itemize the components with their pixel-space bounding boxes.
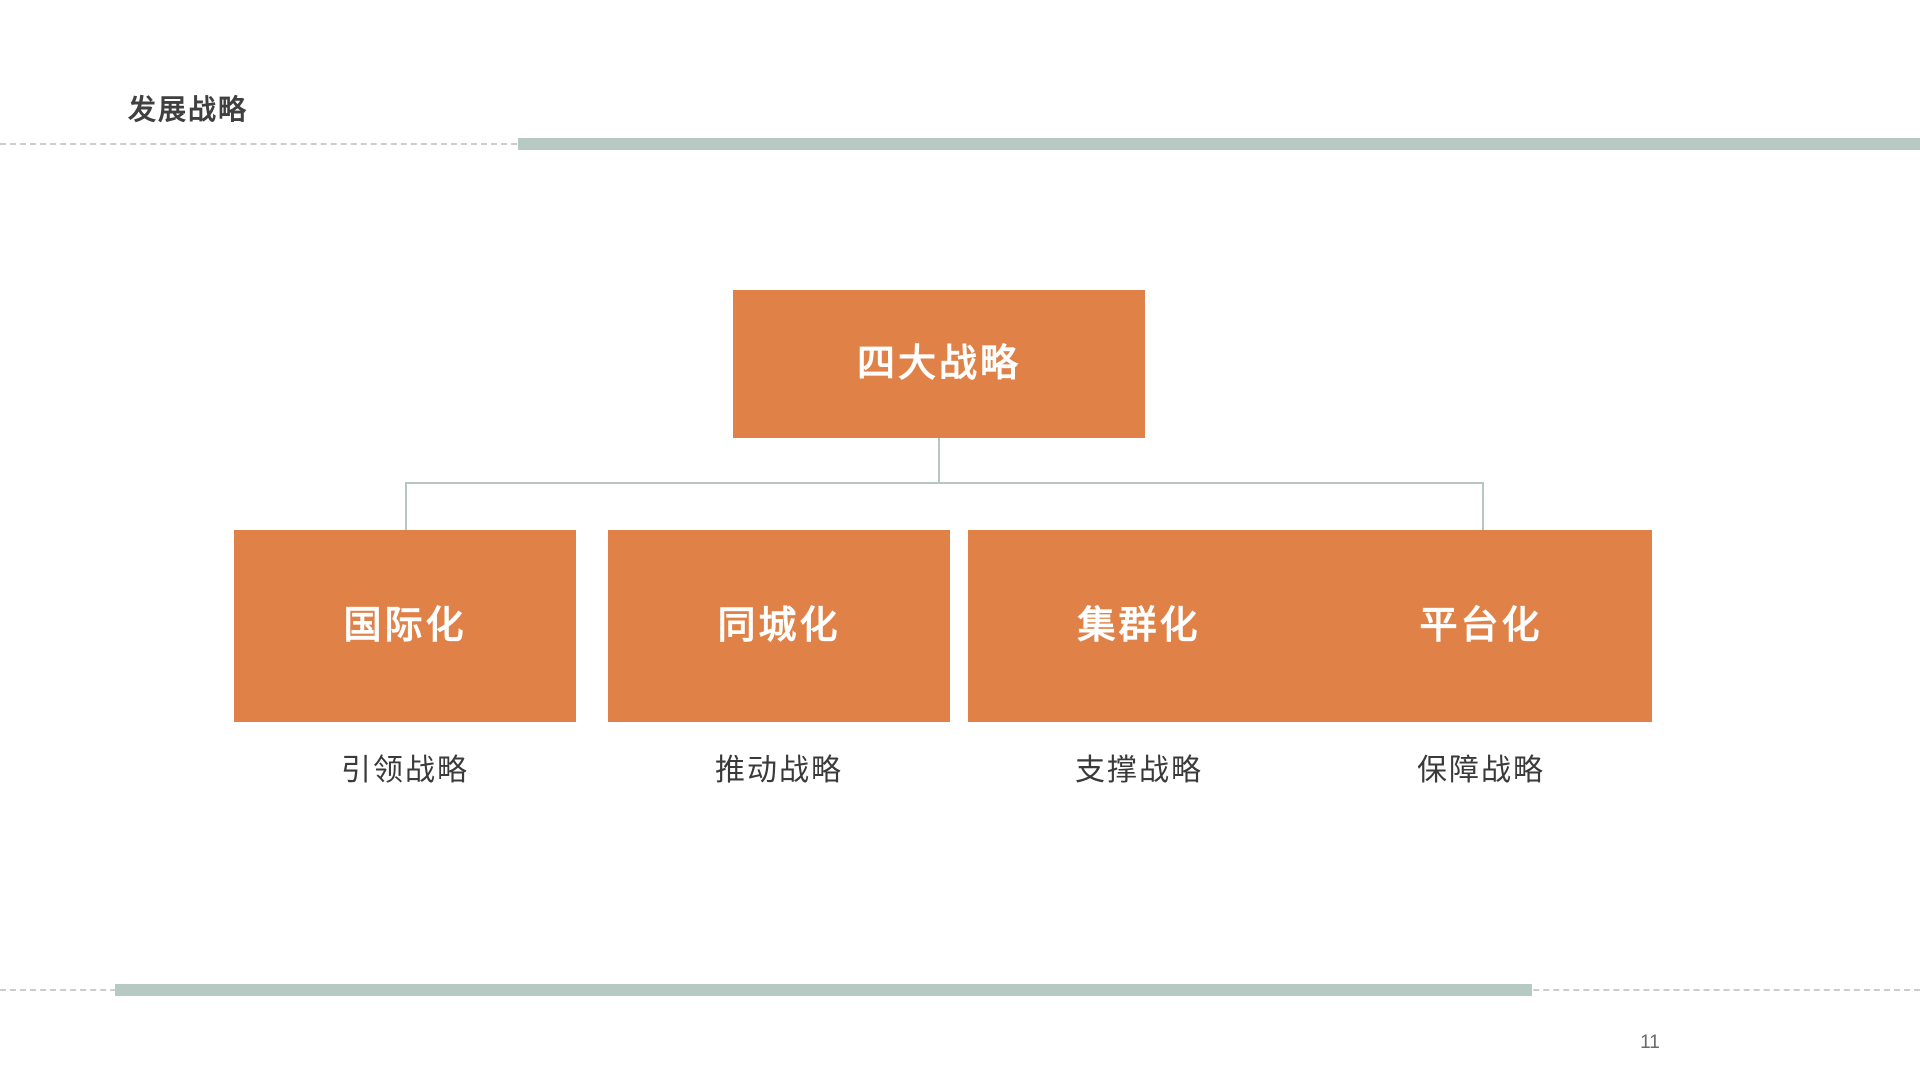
node-child-internationalization[interactable]: 国际化 xyxy=(234,530,576,722)
footer-divider xyxy=(0,984,1920,996)
connector-root-stem xyxy=(938,438,940,484)
connector-drop-left xyxy=(405,482,407,530)
node-child-label: 国际化 xyxy=(343,605,467,647)
node-caption-safeguard-strategy: 保障战略 xyxy=(1417,754,1545,787)
node-child-label: 平台化 xyxy=(1419,605,1543,647)
node-child-label: 集群化 xyxy=(1077,605,1201,647)
node-root-label: 四大战略 xyxy=(856,343,1021,385)
page-number: 11 xyxy=(1640,1032,1660,1053)
header-divider xyxy=(0,138,1920,150)
footer-divider-accent-bar xyxy=(115,984,1532,996)
header-divider-accent-bar xyxy=(518,138,1920,150)
page-title: 发展战略 xyxy=(128,94,249,125)
connector-drop-right xyxy=(1482,482,1484,530)
node-caption-supporting-strategy: 支撑战略 xyxy=(1075,754,1203,787)
node-child-platformization[interactable]: 平台化 xyxy=(1310,530,1652,722)
connector-horizontal-bus xyxy=(405,482,1484,484)
node-child-same-city[interactable]: 同城化 xyxy=(608,530,950,722)
node-child-label: 同城化 xyxy=(717,605,841,647)
node-caption-driving-strategy: 推动战略 xyxy=(715,754,843,787)
node-root-four-strategies[interactable]: 四大战略 xyxy=(733,290,1145,438)
node-child-clustering[interactable]: 集群化 xyxy=(968,530,1310,722)
node-caption-leading-strategy: 引领战略 xyxy=(341,754,469,787)
